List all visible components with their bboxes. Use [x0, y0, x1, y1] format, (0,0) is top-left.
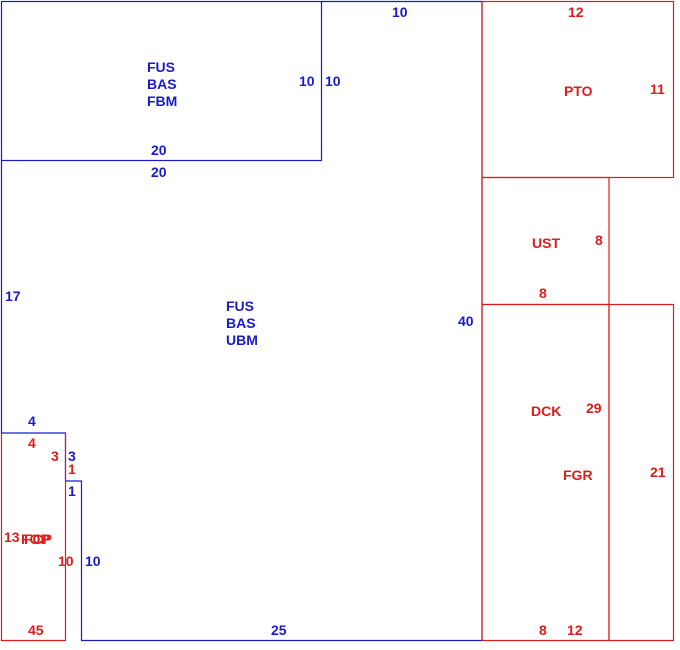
dck-label: DCK [531, 403, 561, 419]
region-labels: FUS BAS FBM FUS BAS UBM PTO UST DCK FGR … [21, 59, 593, 547]
dimension-labels: 10 12 10 10 11 20 20 8 8 17 40 4 4 3 3 1… [4, 4, 666, 638]
dim-step-blue-1: 1 [68, 483, 76, 499]
dim-fbm-bottom: 20 [151, 142, 167, 158]
foot-label-a: FOP [21, 531, 50, 547]
dim-step-red-top: 4 [28, 435, 36, 451]
dim-pto-right: 11 [650, 81, 665, 97]
fbm-label-line1: FUS [147, 59, 175, 75]
dim-ubm-top: 20 [151, 164, 167, 180]
dim-fgr-right: 21 [650, 464, 666, 480]
dim-bottom-45: 45 [28, 622, 44, 638]
dim-top-mid: 10 [392, 4, 408, 20]
dim-fbm-right-outer: 10 [325, 73, 341, 89]
foot-label-b: FCP [24, 531, 52, 547]
ubm-label-line2: BAS [226, 315, 256, 331]
foot-outline [0, 433, 67, 642]
ust-label: UST [532, 235, 560, 251]
fgr-outline [608, 303, 675, 642]
dim-step-red-1: 1 [68, 461, 76, 477]
dim-step-blue-3: 3 [68, 448, 76, 464]
dim-bottom-12: 12 [567, 622, 583, 638]
ubm-label-line3: UBM [226, 332, 258, 348]
dim-dck-val: 29 [586, 400, 602, 416]
dim-left-side: 17 [5, 288, 21, 304]
fbm-label-line3: FBM [147, 93, 177, 109]
dim-step-red-left: 3 [51, 448, 59, 464]
dim-bottom-8: 8 [539, 622, 547, 638]
dim-pto-top: 12 [568, 4, 584, 20]
dim-foot-left: 13 [4, 529, 20, 545]
dim-ust-right: 8 [595, 232, 603, 248]
pto-label: PTO [564, 83, 593, 99]
dim-foot-blue-10: 10 [85, 553, 101, 569]
dim-ubm-right: 40 [458, 313, 474, 329]
dim-ust-bottom: 8 [539, 285, 547, 301]
fgr-label: FGR [563, 467, 593, 483]
fbm-label-line2: BAS [147, 76, 177, 92]
dim-foot-red-10: 10 [58, 553, 74, 569]
dim-fbm-right-inner: 10 [299, 73, 315, 89]
ubm-label-line1: FUS [226, 298, 254, 314]
fbm-outline [0, 0, 323, 162]
dim-bottom-25: 25 [271, 622, 287, 638]
dim-step-blue-top: 4 [28, 413, 36, 429]
